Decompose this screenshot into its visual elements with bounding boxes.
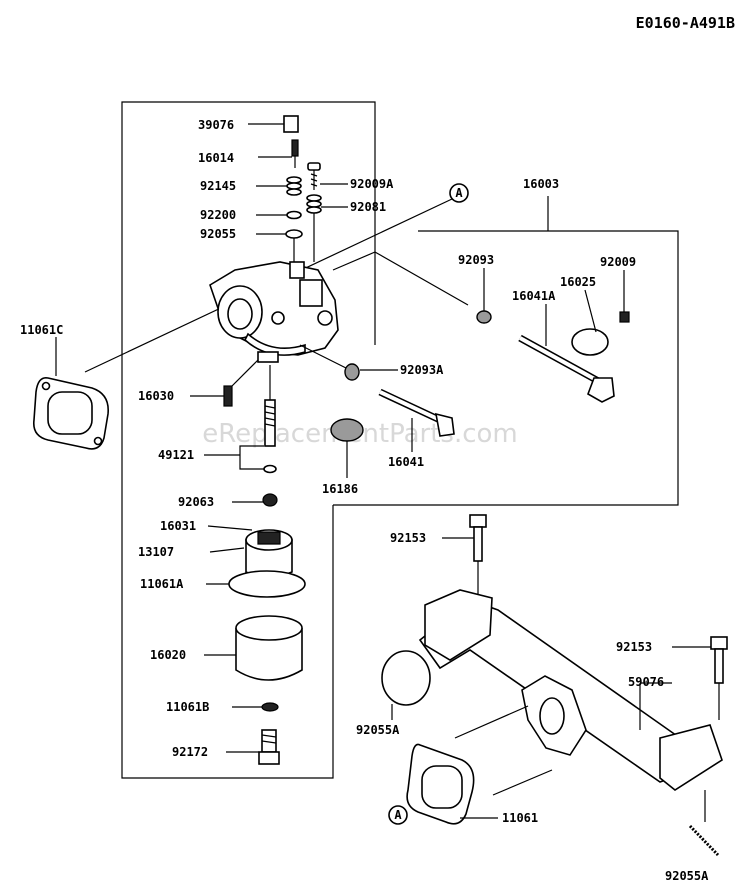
part-16041-shaft (378, 388, 455, 437)
part-92081 (306, 194, 322, 214)
part-16031-float (245, 529, 293, 578)
label-92153-a: 92153 (390, 531, 426, 545)
label-13107: 13107 (138, 545, 174, 559)
label-92055: 92055 (200, 227, 236, 241)
label-92153-b: 92153 (616, 640, 652, 654)
label-16020: 16020 (150, 648, 186, 662)
label-92055a-left: 92055A (356, 723, 400, 737)
gasket-11061c (32, 376, 109, 450)
label-16030: 16030 (138, 389, 174, 403)
part-92145 (286, 176, 302, 196)
label-16031: 16031 (160, 519, 196, 533)
label-92200: 92200 (200, 208, 236, 222)
label-16003: 16003 (523, 177, 559, 191)
label-11061b: 11061B (166, 700, 209, 714)
label-92172: 92172 (172, 745, 208, 759)
throttle-assembly-frame (333, 230, 679, 506)
part-16025 (571, 328, 609, 356)
stud-lower (492, 769, 553, 796)
label-92093a: 92093A (400, 363, 444, 377)
carburetor-frame (121, 101, 376, 779)
label-92093: 92093 (458, 253, 494, 267)
svg-text:A: A (455, 186, 463, 200)
part-11061-gasket (406, 743, 475, 825)
part-16014 (291, 139, 299, 168)
label-92081: 92081 (350, 200, 386, 214)
part-92063 (262, 493, 278, 507)
label-92055a-bottom: 92055A (665, 869, 709, 883)
ref-mark-a-top: A (449, 183, 469, 203)
part-16030 (223, 385, 233, 407)
label-92063: 92063 (178, 495, 214, 509)
part-92093 (476, 310, 492, 324)
part-11061b (261, 702, 279, 712)
stud-upper (454, 705, 529, 739)
label-11061a: 11061A (140, 577, 184, 591)
label-16041a: 16041A (512, 289, 556, 303)
part-92153-a (469, 514, 487, 562)
part-92009a (307, 162, 321, 190)
part-49121 (263, 399, 277, 474)
label-49121: 49121 (158, 448, 194, 462)
part-92153-b (710, 636, 728, 684)
diagram-code: E0160-A491B (636, 14, 735, 32)
label-92009: 92009 (600, 255, 636, 269)
part-92009 (619, 311, 630, 323)
part-16041a-shaft (518, 334, 615, 403)
label-16025: 16025 (560, 275, 596, 289)
part-92093a (344, 363, 360, 381)
part-11061a (228, 570, 306, 598)
part-92055 (285, 229, 303, 239)
label-92009a: 92009A (350, 177, 394, 191)
part-16186 (330, 418, 364, 442)
label-39076: 39076 (198, 118, 234, 132)
frame-diagonal (332, 251, 469, 306)
part-59076-manifold (418, 589, 723, 791)
carburetor-body (209, 261, 339, 363)
ref-mark-a-bottom: A (388, 805, 408, 825)
part-13107 (209, 547, 245, 553)
part-92055a-bottom (688, 824, 720, 857)
part-39076 (283, 115, 299, 133)
part-92055a-left (381, 650, 431, 706)
svg-text:A: A (394, 808, 402, 822)
part-92200 (286, 210, 302, 220)
label-92145: 92145 (200, 179, 236, 193)
part-92172 (258, 729, 280, 765)
label-16186: 16186 (322, 482, 358, 496)
label-16014: 16014 (198, 151, 234, 165)
label-11061: 11061 (502, 811, 538, 825)
label-59076: 59076 (628, 675, 664, 689)
part-16020-bowl (235, 615, 303, 681)
label-11061c: 11061C (20, 323, 63, 337)
label-16041: 16041 (388, 455, 424, 469)
